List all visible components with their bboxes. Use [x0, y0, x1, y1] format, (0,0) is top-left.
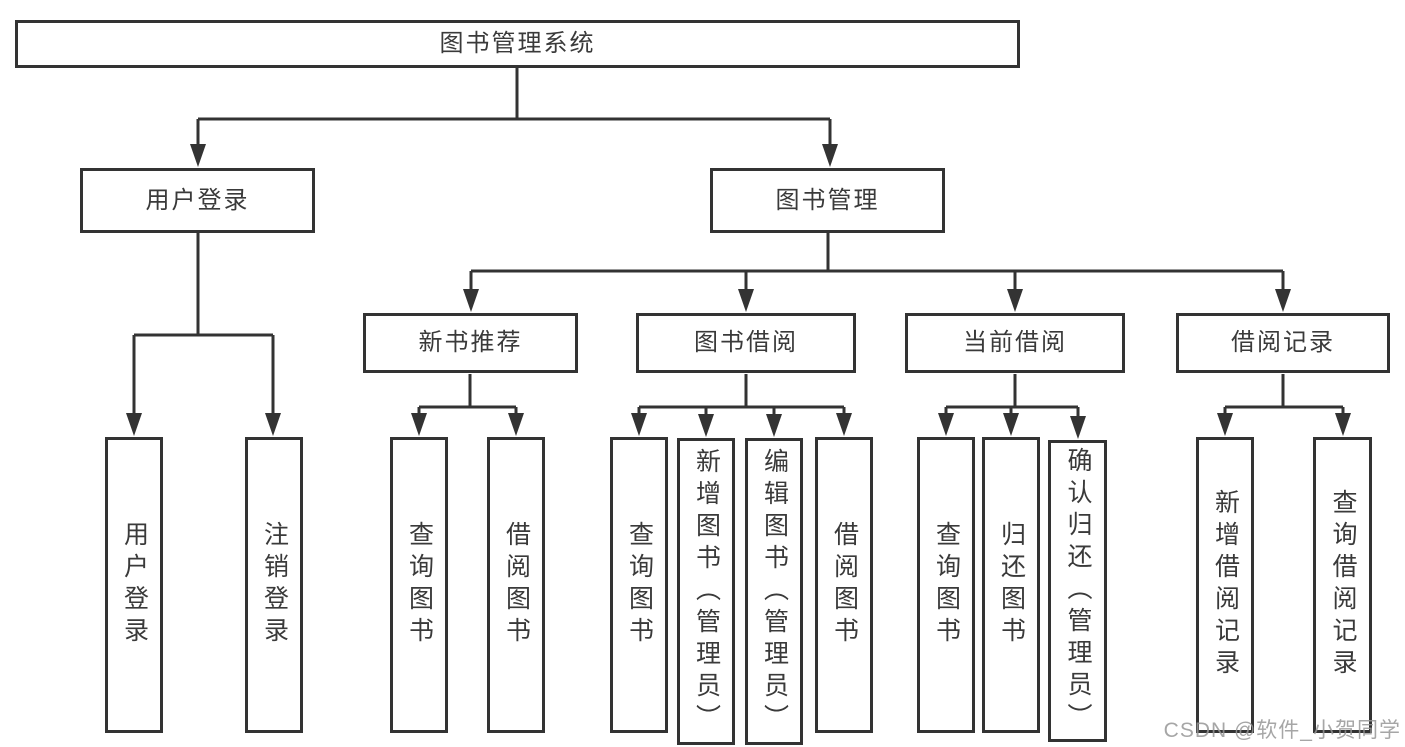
- node-borrowing-records: 借阅记录: [1176, 313, 1390, 373]
- leaf-recommend-borrow-books: 借阅图书: [487, 437, 545, 733]
- leaf-edit-book-admin: 编辑图书（管理员）: [745, 438, 803, 745]
- leaf-current-query-books: 查询图书: [917, 437, 975, 733]
- node-library-management-system: 图书管理系统: [15, 20, 1020, 68]
- leaf-confirm-return-admin: 确认归还（管理员）: [1048, 440, 1107, 742]
- node-new-book-recommendation: 新书推荐: [363, 313, 578, 373]
- node-book-borrowing: 图书借阅: [636, 313, 856, 373]
- leaf-return-book: 归还图书: [982, 437, 1040, 733]
- leaf-add-book-admin: 新增图书（管理员）: [677, 438, 735, 745]
- leaf-logout: 注销登录: [245, 437, 303, 733]
- arrowheads: [126, 144, 1351, 439]
- leaf-recommend-query-books: 查询图书: [390, 437, 448, 733]
- leaf-user-login: 用户登录: [105, 437, 163, 733]
- leaf-add-borrow-record: 新增借阅记录: [1196, 437, 1254, 733]
- leaf-borrow-query-books: 查询图书: [610, 437, 668, 733]
- node-book-management: 图书管理: [710, 168, 945, 233]
- node-current-borrowing: 当前借阅: [905, 313, 1125, 373]
- leaf-query-borrow-record: 查询借阅记录: [1313, 437, 1372, 733]
- leaf-borrow-borrow-books: 借阅图书: [815, 437, 873, 733]
- csdn-watermark: CSDN @软件_小贺同学: [1163, 719, 1401, 742]
- node-user-login: 用户登录: [80, 168, 315, 233]
